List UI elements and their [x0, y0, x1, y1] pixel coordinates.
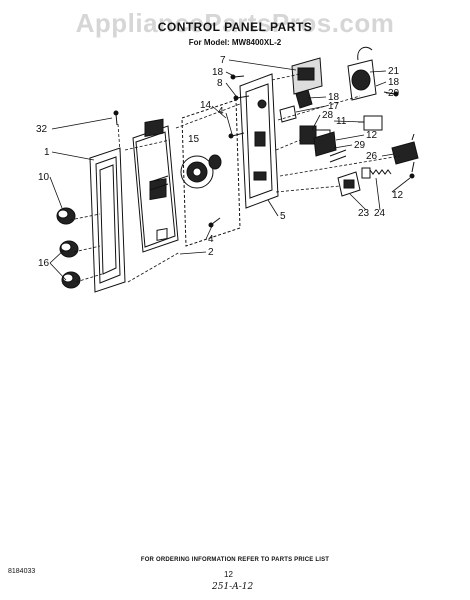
callout-label: 1 [44, 147, 50, 158]
callout-label: 12 [392, 190, 404, 201]
screw-4-bottom [208, 217, 221, 228]
callout-label: 12 [366, 130, 378, 141]
relay-21 [347, 46, 377, 101]
callout-label: 14 [200, 100, 212, 111]
model-line: For Model: MW8400XL-2 [188, 38, 282, 47]
knob-10 [56, 207, 76, 225]
callout-label: 5 [280, 211, 286, 222]
callout-label: 10 [38, 172, 50, 183]
page-title: CONTROL PANEL PARTS [157, 20, 313, 34]
callout-label: 15 [188, 134, 200, 145]
callout-label: 28 [322, 110, 334, 121]
callout-label: 18 [388, 77, 400, 88]
switch-part-17 [279, 89, 313, 123]
dial-assembly-outline [181, 99, 241, 247]
switch-29 [313, 131, 347, 163]
callout-label: 4 [208, 234, 214, 245]
assembly-leaders [69, 73, 401, 283]
callout-leaders [49, 59, 411, 281]
callout-label: 23 [358, 208, 370, 219]
watermark: AppliancePartsPros.com [75, 8, 395, 38]
button-23 [337, 171, 361, 197]
handwritten-note: 251-A-12 [212, 582, 254, 592]
ordering-note: FOR ORDERING INFORMATION REFER TO PARTS … [140, 557, 330, 563]
dial-15 [180, 154, 222, 189]
latch-26 [391, 133, 419, 179]
callout-label: 17 [328, 101, 340, 112]
mounting-bracket [239, 73, 279, 209]
knob-16b [61, 271, 81, 289]
callout-label: 20 [388, 88, 400, 99]
knob-16a [59, 240, 79, 258]
callout-label: 16 [38, 258, 50, 269]
callout-label: 18 [328, 92, 340, 103]
page-number: 12 [224, 570, 233, 579]
callout-label: 29 [354, 140, 366, 151]
callout-labels: 7 18 8 4 14 15 32 1 10 16 2 4 5 21 18 20… [36, 55, 404, 269]
callout-label: 21 [388, 66, 400, 77]
document-number: 8184033 [8, 568, 36, 575]
bezel-frame [89, 147, 126, 293]
control-panel [132, 118, 179, 253]
callout-label: 26 [366, 151, 378, 162]
callout-label: 24 [374, 208, 386, 219]
spring-24 [361, 167, 392, 179]
callout-label: 8 [217, 78, 223, 89]
screw-4-top [228, 132, 245, 139]
callout-label: 32 [36, 124, 48, 135]
callout-label: 11 [336, 116, 347, 127]
switch-module-7 [291, 57, 323, 95]
callout-label: 2 [208, 247, 214, 258]
callout-label: 7 [220, 55, 226, 66]
switch-11 [358, 115, 383, 131]
callout-label: 4 [218, 106, 224, 117]
screw-32 [113, 110, 119, 126]
callout-label: 18 [212, 67, 224, 78]
